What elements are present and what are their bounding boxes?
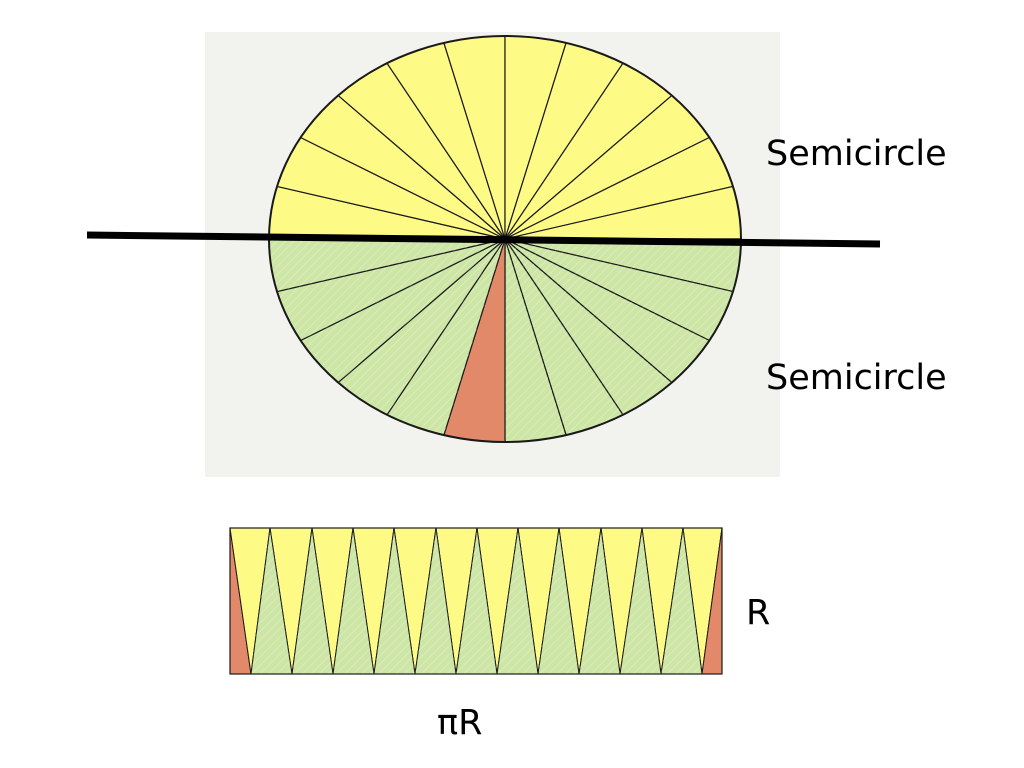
sector-hatch — [277, 239, 505, 341]
triangle-hatch — [333, 528, 374, 674]
triangle-hatch — [456, 528, 497, 674]
sector-hatch — [505, 239, 672, 415]
rectangle-outline — [229, 527, 723, 675]
sector-hatch — [505, 239, 567, 442]
rectangle-height-label: R — [746, 593, 771, 633]
sector-hatch — [505, 239, 623, 436]
cut-line — [86, 231, 881, 248]
triangle-hatch — [538, 528, 579, 674]
triangle-hatch — [579, 528, 620, 674]
rearranged-rectangle — [229, 527, 723, 675]
bottom-semicircle-label: Semicircle — [766, 358, 947, 398]
sector-hatch — [387, 239, 505, 436]
triangle-hatch — [497, 528, 538, 674]
triangle-hatch — [292, 528, 333, 674]
sector-hatch — [505, 239, 733, 341]
triangle-hatch — [620, 528, 661, 674]
sector-hatch — [505, 239, 710, 383]
sector-hatch — [338, 239, 505, 415]
top-semicircle-label: Semicircle — [766, 134, 947, 174]
rectangle-width-label: πR — [437, 703, 483, 743]
triangle-hatch — [661, 528, 702, 674]
triangle-hatch — [251, 528, 292, 674]
sector-hatch — [269, 239, 505, 292]
triangle-hatch — [374, 528, 415, 674]
divided-circle — [268, 35, 742, 443]
sector-hatch — [300, 239, 505, 383]
triangle-hatch — [415, 528, 456, 674]
